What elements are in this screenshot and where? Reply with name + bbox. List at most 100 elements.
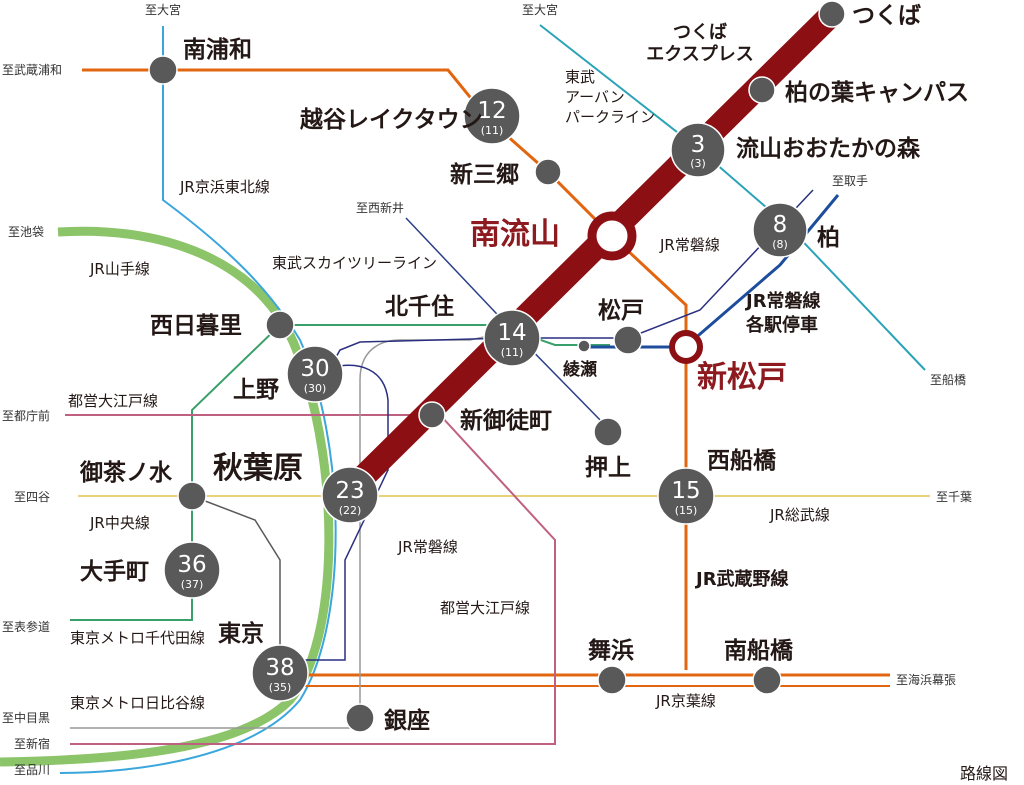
line-label-jr-musashino: JR武蔵野線 <box>694 568 789 590</box>
koshigaya-time: 12 <box>477 98 506 124</box>
station-nishi-funabashi-marker[interactable] <box>657 467 715 525</box>
line-jr-joban-rapid <box>303 189 814 661</box>
kita-senju-time-alt: (11) <box>501 346 524 359</box>
station-matsudo-label: 松戸 <box>598 297 644 324</box>
station-tsukuba-marker[interactable] <box>818 0 846 28</box>
line-label-jr-chuo: JR中央線 <box>89 514 150 532</box>
direction-nishi-arai: 至西新井 <box>356 200 404 215</box>
station-matsudo-marker[interactable] <box>613 325 643 355</box>
station-shin-misato-label: 新三郷 <box>450 161 519 188</box>
direction-omiya-1: 至大宮 <box>145 2 181 17</box>
direction-funabashi: 至船橋 <box>930 373 966 387</box>
station-minami-funabashi-marker[interactable] <box>752 665 782 695</box>
station-kashiwanoha-marker[interactable] <box>748 76 776 104</box>
station-maihama-label: 舞浜 <box>588 637 634 664</box>
otemachi-time-alt: (37) <box>181 578 204 591</box>
line-label-jr-joban-local: JR常磐線各駅停車 <box>744 290 821 336</box>
line-jr-yamanote <box>0 226 334 767</box>
station-kita-senju-label: 北千住 <box>385 293 454 320</box>
direction-shinagawa: 至品川 <box>14 763 50 777</box>
nishi-funabashi-time: 15 <box>671 478 700 504</box>
kita-senju-time: 14 <box>497 320 526 346</box>
line-jr-keihin-tohoku <box>59 26 337 774</box>
direction-omotesando: 至表参道 <box>2 619 50 634</box>
station-maihama-marker[interactable] <box>597 665 627 695</box>
station-tsukuba-label: つくば <box>852 2 921 29</box>
station-shin-misato-marker[interactable] <box>534 158 562 186</box>
station-kita-senju-marker[interactable] <box>483 309 541 367</box>
otemachi-time: 36 <box>177 552 206 578</box>
line-label-jr-joban-1: JR常磐線 <box>659 236 720 254</box>
station-koshigaya-label: 越谷レイクタウン <box>300 106 483 133</box>
tokyo-time: 38 <box>265 655 294 681</box>
station-ginza-marker[interactable] <box>345 703 375 733</box>
line-label-tsukuba-express: つくばエクスプレス <box>646 22 753 65</box>
station-shin-okachimachi-label: 新御徒町 <box>460 407 552 434</box>
direction-musashi-urawa: 至武蔵浦和 <box>2 63 62 77</box>
line-label-tobu-skytree: 東武スカイツリーライン <box>272 254 437 272</box>
line-label-jr-sobu: JR総武線 <box>769 506 830 524</box>
station-tokyo-label: 東京 <box>218 620 264 647</box>
station-koshigaya-marker[interactable] <box>463 87 521 145</box>
kashiwa-time: 8 <box>773 212 788 238</box>
line-label-toei-oedo-2: 都営大江戸線 <box>440 599 530 617</box>
direction-naka-meguro: 至中目黒 <box>2 710 50 725</box>
akihabara-time: 23 <box>335 478 364 504</box>
station-oshiage-marker[interactable] <box>593 417 623 447</box>
station-ayase-label: 綾瀬 <box>563 359 597 380</box>
line-label-jr-keihin-tohoku: JR京浜東北線 <box>179 178 270 196</box>
akihabara-time-alt: (22) <box>339 504 362 517</box>
station-minami-nagareyama-marker[interactable] <box>587 211 637 261</box>
line-jr-chuo-link <box>191 495 281 670</box>
kashiwa-time-alt: (8) <box>772 238 788 251</box>
direction-toride: 至取手 <box>832 174 868 188</box>
station-minami-urawa-marker[interactable] <box>148 55 178 85</box>
direction-tochomae: 至都庁前 <box>2 408 50 423</box>
direction-kaihin-makuhari: 至海浜幕張 <box>896 672 956 687</box>
station-otemachi-label: 大手町 <box>80 558 149 585</box>
line-metro-hibiya <box>70 329 516 729</box>
station-ochanomizu-label: 御茶ノ水 <box>79 459 173 486</box>
line-label-jr-joban-2: JR常磐線 <box>397 538 458 556</box>
koshigaya-time-alt: (11) <box>481 124 504 137</box>
station-nishi-funabashi-label: 西船橋 <box>707 447 777 474</box>
direction-shinjuku: 至新宿 <box>14 736 50 751</box>
station-kashiwanoha-label: 柏の葉キャンパス <box>785 79 969 106</box>
station-otemachi-marker[interactable] <box>163 541 221 599</box>
line-label-jr-keiyo: JR京葉線 <box>655 692 716 710</box>
line-label-metro-chiyoda: 東京メトロ千代田線 <box>70 629 205 647</box>
tokyo-time-alt: (35) <box>269 681 292 694</box>
station-akihabara-marker[interactable] <box>321 466 379 524</box>
direction-omiya-2: 至大宮 <box>522 2 558 17</box>
line-label-metro-hibiya: 東京メトロ日比谷線 <box>70 694 205 712</box>
station-nishi-nippori-label: 西日暮里 <box>150 312 242 339</box>
station-minami-urawa-label: 南浦和 <box>183 36 252 63</box>
station-shin-matsudo-label: 新松戸 <box>697 360 787 395</box>
station-ueno-marker[interactable] <box>286 345 344 403</box>
station-ueno-label: 上野 <box>233 376 279 403</box>
nagareyama-time: 3 <box>691 132 706 158</box>
station-oshiage-label: 押上 <box>585 454 631 481</box>
station-nagareyama-label: 流山おおたかの森 <box>736 135 921 162</box>
station-ayase-marker[interactable] <box>577 339 591 353</box>
direction-ikebukuro: 至池袋 <box>8 225 44 239</box>
station-akihabara-label: 秋葉原 <box>213 451 303 486</box>
station-minami-funabashi-label: 南船橋 <box>724 637 794 664</box>
line-label-jr-yamanote: JR山手線 <box>89 260 150 278</box>
map-caption: 路線図 <box>960 764 1008 783</box>
station-ochanomizu-marker[interactable] <box>177 481 207 511</box>
direction-chiba: 至千葉 <box>936 490 972 504</box>
station-tokyo-marker[interactable] <box>251 644 309 702</box>
nagareyama-time-alt: (3) <box>690 157 706 170</box>
line-toei-oedo <box>65 414 556 745</box>
station-kashiwa-marker[interactable] <box>752 202 808 258</box>
station-shin-okachimachi-marker[interactable] <box>418 401 446 429</box>
station-nagareyama-marker[interactable] <box>670 122 726 178</box>
station-nishi-nippori-marker[interactable] <box>265 310 295 340</box>
ueno-time: 30 <box>300 356 329 382</box>
line-tobu-urban-park <box>539 24 926 371</box>
station-shin-matsudo-marker[interactable] <box>669 330 703 364</box>
ueno-time-alt: (30) <box>304 382 327 395</box>
